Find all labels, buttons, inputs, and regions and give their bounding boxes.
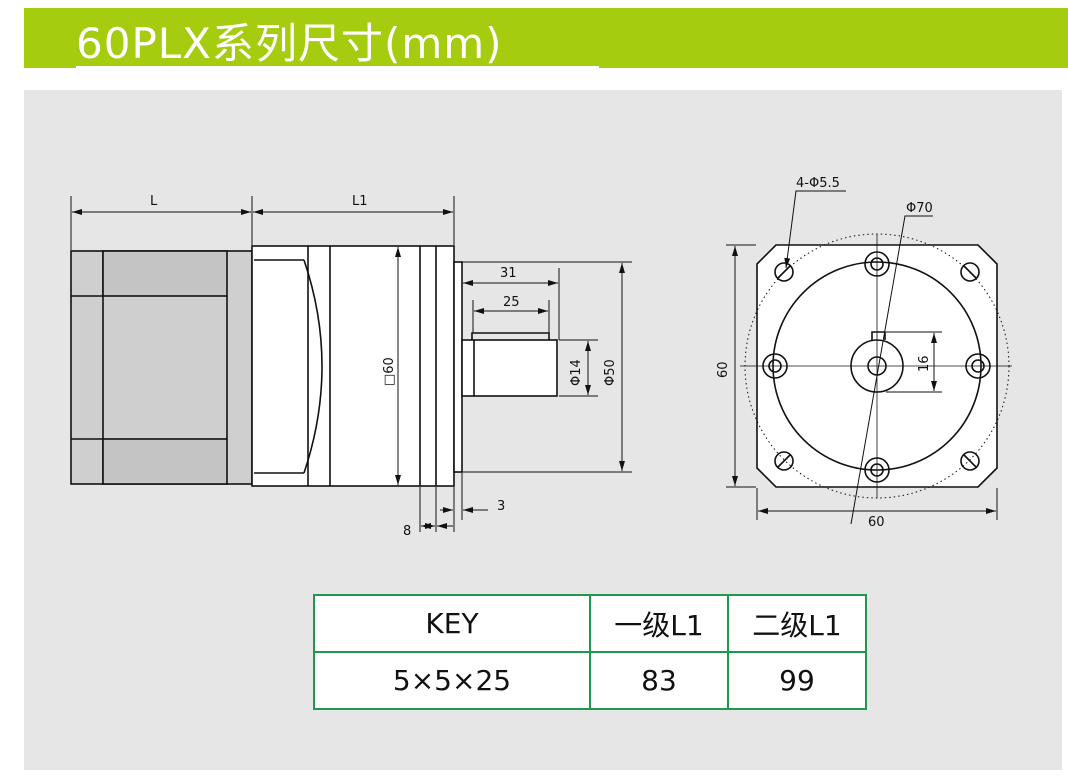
table-cell-key: 5×5×25 (313, 651, 591, 710)
corner-hole (774, 262, 794, 282)
output-shaft (461, 339, 558, 397)
table-cell-stage1: 83 (589, 651, 729, 710)
spec-table: KEY 一级L1 二级L1 5×5×25 83 99 (313, 594, 867, 710)
mount-hole (864, 457, 890, 483)
label-31: 31 (500, 266, 517, 281)
table-cell-stage2: 99 (727, 651, 867, 710)
corner-hole (774, 451, 794, 471)
label-8: 8 (403, 524, 411, 539)
table-header-stage2: 二级L1 (727, 594, 867, 653)
shaft-circle (850, 339, 904, 393)
corner-hole (960, 262, 980, 282)
table-header-stage1: 一级L1 (589, 594, 729, 653)
gearbox-body (251, 245, 455, 487)
label-3: 3 (497, 499, 505, 514)
label-h60: 60 (716, 361, 731, 378)
label-phi50: Φ50 (603, 359, 618, 386)
corner-hole (960, 451, 980, 471)
label-sq60: □60 (382, 357, 397, 386)
title-bar: 60PLX系列尺寸(mm) (24, 8, 1068, 68)
table-header-row: KEY 一级L1 二级L1 (313, 594, 867, 653)
mount-hole (762, 353, 788, 379)
title-underline (76, 66, 599, 68)
front-view (726, 190, 1012, 525)
label-phi70: Φ70 (906, 201, 933, 216)
label-L: L (150, 194, 158, 209)
label-25: 25 (503, 295, 520, 310)
label-w60: 60 (868, 515, 885, 530)
label-holes: 4-Φ5.5 (796, 176, 840, 191)
table-header-key: KEY (313, 594, 591, 653)
label-L1: L1 (352, 194, 368, 209)
table-row: 5×5×25 83 99 (313, 651, 867, 710)
side-view (70, 196, 632, 532)
label-16: 16 (917, 355, 932, 372)
mount-hole (965, 353, 991, 379)
mount-hole (864, 251, 890, 277)
label-phi14: Φ14 (569, 359, 584, 386)
page-title: 60PLX系列尺寸(mm) (76, 19, 503, 68)
